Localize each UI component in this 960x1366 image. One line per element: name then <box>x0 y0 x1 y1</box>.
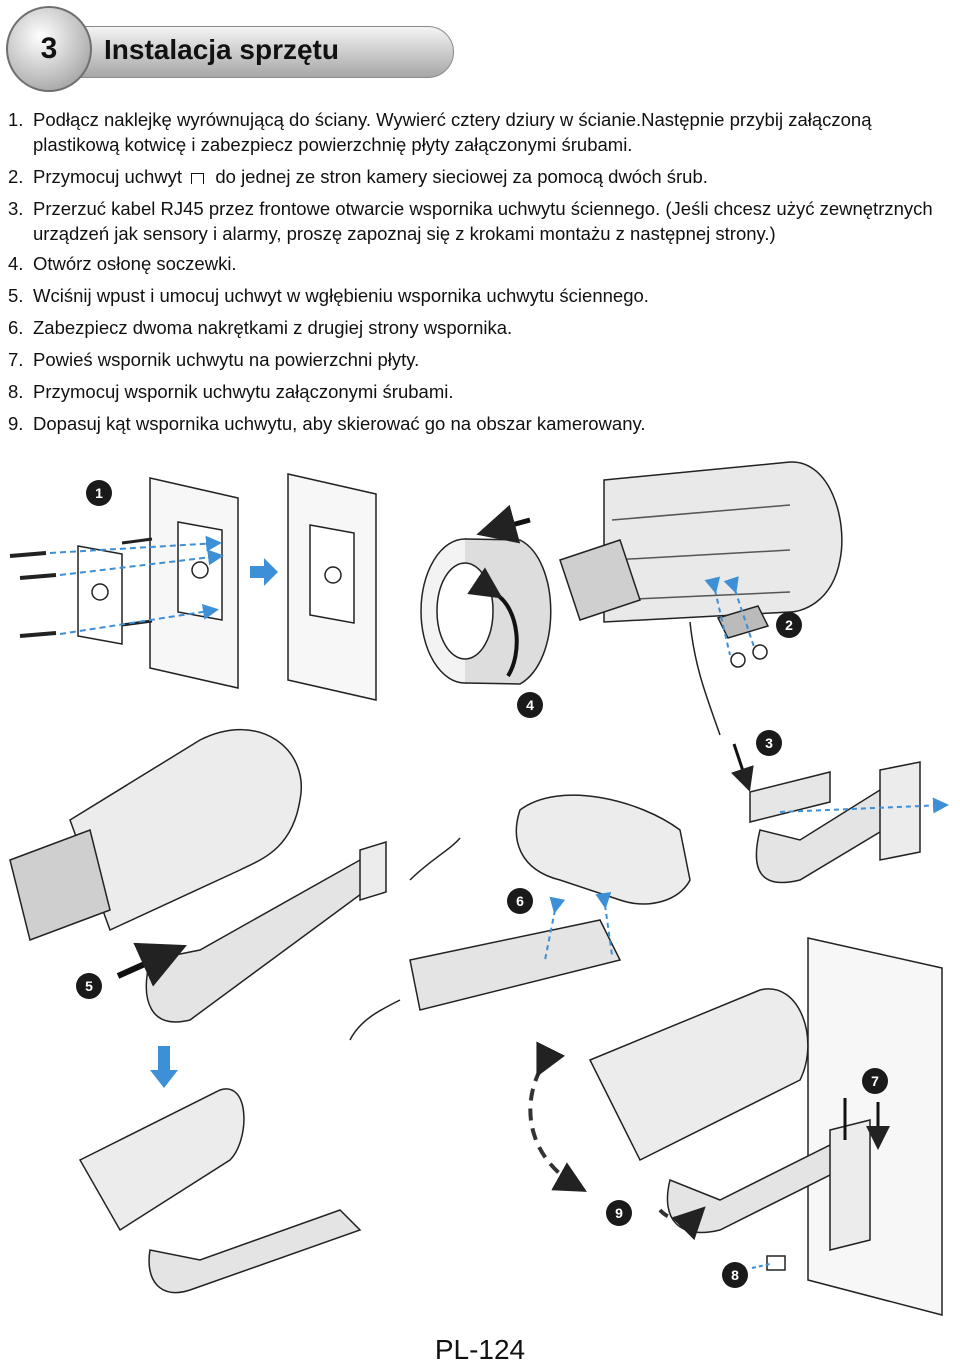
section-number: 3 <box>40 32 58 65</box>
badge-step-1: 1 <box>86 480 112 506</box>
instruction-step-9: 9. Dopasuj kąt wspornika uchwytu, aby sk… <box>8 408 952 440</box>
step-text: Podłącz naklejkę wyrównującą do ściany. … <box>33 109 872 155</box>
wall-bracket-figure <box>749 761 921 884</box>
badge-step-6: 6 <box>507 888 533 914</box>
cable-path-arrow <box>779 797 949 814</box>
badge-step-8: 8 <box>722 1262 748 1288</box>
bracket-icon <box>191 173 205 184</box>
pan-arrow <box>658 1206 706 1241</box>
wall-plate-figure <box>9 473 377 701</box>
camera-housing-figure <box>420 461 843 736</box>
step-text: Dopasuj kąt wspornika uchwytu, aby skier… <box>33 413 646 434</box>
badge-step-7: 7 <box>862 1068 888 1094</box>
step-number: 9. <box>8 413 24 434</box>
step-number: 2. <box>8 166 24 187</box>
step-number: 7. <box>8 349 24 370</box>
camera-mount-figure-6 <box>349 794 691 1041</box>
instruction-step-3: 3. Przerzuć kabel RJ45 przez frontowe ot… <box>8 193 952 248</box>
instruction-step-6: 6. Zabezpiecz dwoma nakrętkami z drugiej… <box>8 312 952 344</box>
press-latch-arrow <box>116 942 187 987</box>
instruction-list: 1. Podłącz naklejkę wyrównującą do ścian… <box>8 104 952 440</box>
bracket-screw-arrows <box>704 576 756 656</box>
page-number: PL-124 <box>434 1334 526 1365</box>
remove-cover-arrow <box>476 504 531 544</box>
step-text-cont: do jednej ze stron kamery sieciowej za p… <box>215 166 708 187</box>
step-text: Przymocuj wspornik uchwytu załączonymi ś… <box>33 381 454 402</box>
section-title: Instalacja sprzętu <box>104 34 339 65</box>
step-text: Wciśnij wpust i umocuj uchwyt w wgłębien… <box>33 285 649 306</box>
step-text: Zabezpiecz dwoma nakrętkami z drugiej st… <box>33 317 513 338</box>
instruction-step-7: 7. Powieś wspornik uchwytu na powierzchn… <box>8 344 952 376</box>
camera-mount-figure-5 <box>9 729 461 1023</box>
step-number: 5. <box>8 285 24 306</box>
step-number: 6. <box>8 317 24 338</box>
step-text: Przerzuć kabel RJ45 przez frontowe otwar… <box>33 198 933 244</box>
step-text: Przymocuj uchwyt <box>33 166 183 187</box>
rotate-cover-arrow <box>467 567 519 678</box>
section-number-circle <box>6 6 92 92</box>
step-number: 4. <box>8 253 24 274</box>
step-text: Otwórz osłonę soczewki. <box>33 253 237 274</box>
tilt-arrow <box>528 1041 587 1192</box>
down-arrow <box>150 1046 178 1088</box>
instruction-step-4: 4. Otwórz osłonę soczewki. <box>8 248 952 280</box>
badge-step-3: 3 <box>756 730 782 756</box>
section-header: 3 Instalacja sprzętu <box>6 6 454 92</box>
badge-step-2: 2 <box>776 612 802 638</box>
step-text: Powieś wspornik uchwytu na powierzchni p… <box>33 349 420 370</box>
alignment-arrows <box>49 535 224 635</box>
instruction-step-8: 8. Przymocuj wspornik uchwytu załączonym… <box>8 376 952 408</box>
step-number: 8. <box>8 381 24 402</box>
hang-arrows <box>843 1098 878 1144</box>
instruction-step-2: 2. Przymocuj uchwyt do jednej ze stron k… <box>8 161 952 193</box>
instruction-step-5: 5. Wciśnij wpust i umocuj uchwyt w wgłęb… <box>8 280 952 312</box>
screw-arrow <box>751 1263 771 1269</box>
step-number: 1. <box>8 109 24 130</box>
badge-step-9: 9 <box>606 1200 632 1226</box>
badge-step-4: 4 <box>517 692 543 718</box>
cable-feed-arrow <box>730 743 754 792</box>
section-header-bar <box>46 26 454 78</box>
instruction-step-1: 1. Podłącz naklejkę wyrównującą do ścian… <box>8 104 952 161</box>
badge-step-5: 5 <box>76 973 102 999</box>
next-step-arrow <box>250 558 278 586</box>
step-number: 3. <box>8 198 24 219</box>
